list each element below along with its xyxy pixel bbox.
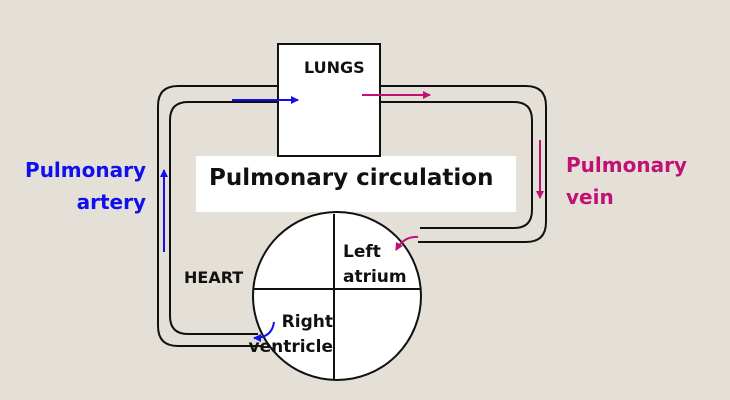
left-atrium-curve-arrow bbox=[395, 235, 419, 251]
pulmonary-vein-line1: Pulmonary bbox=[566, 153, 687, 177]
pulmonary-artery-line2: artery bbox=[76, 190, 146, 214]
diagram-title: Pulmonary circulation bbox=[209, 165, 494, 191]
pulmonary-vein-label: Pulmonary vein bbox=[566, 149, 687, 213]
pulmonary-artery-line1: Pulmonary bbox=[25, 158, 146, 182]
right-ventricle-label: Right ventricle bbox=[243, 310, 334, 360]
lungs-label: LUNGS bbox=[304, 58, 365, 77]
heart-circle bbox=[252, 211, 422, 381]
right-ventricle-line2: ventricle bbox=[248, 337, 334, 357]
left-atrium-line2: atrium bbox=[343, 267, 407, 287]
right-ventricle-curve-arrow bbox=[253, 321, 275, 342]
vessel-inner-wall bbox=[169, 101, 533, 335]
pulmonary-artery-label: Pulmonary artery bbox=[12, 154, 146, 218]
pulmonary-vein-line2: vein bbox=[566, 185, 614, 209]
left-atrium-line1: Left bbox=[343, 242, 381, 262]
heart-label: HEART bbox=[184, 268, 244, 287]
vessel-outer-wall bbox=[157, 85, 547, 347]
title-panel bbox=[196, 156, 516, 212]
right-ventricle-line1: Right bbox=[281, 312, 333, 332]
left-atrium-label: Left atrium bbox=[343, 240, 407, 290]
